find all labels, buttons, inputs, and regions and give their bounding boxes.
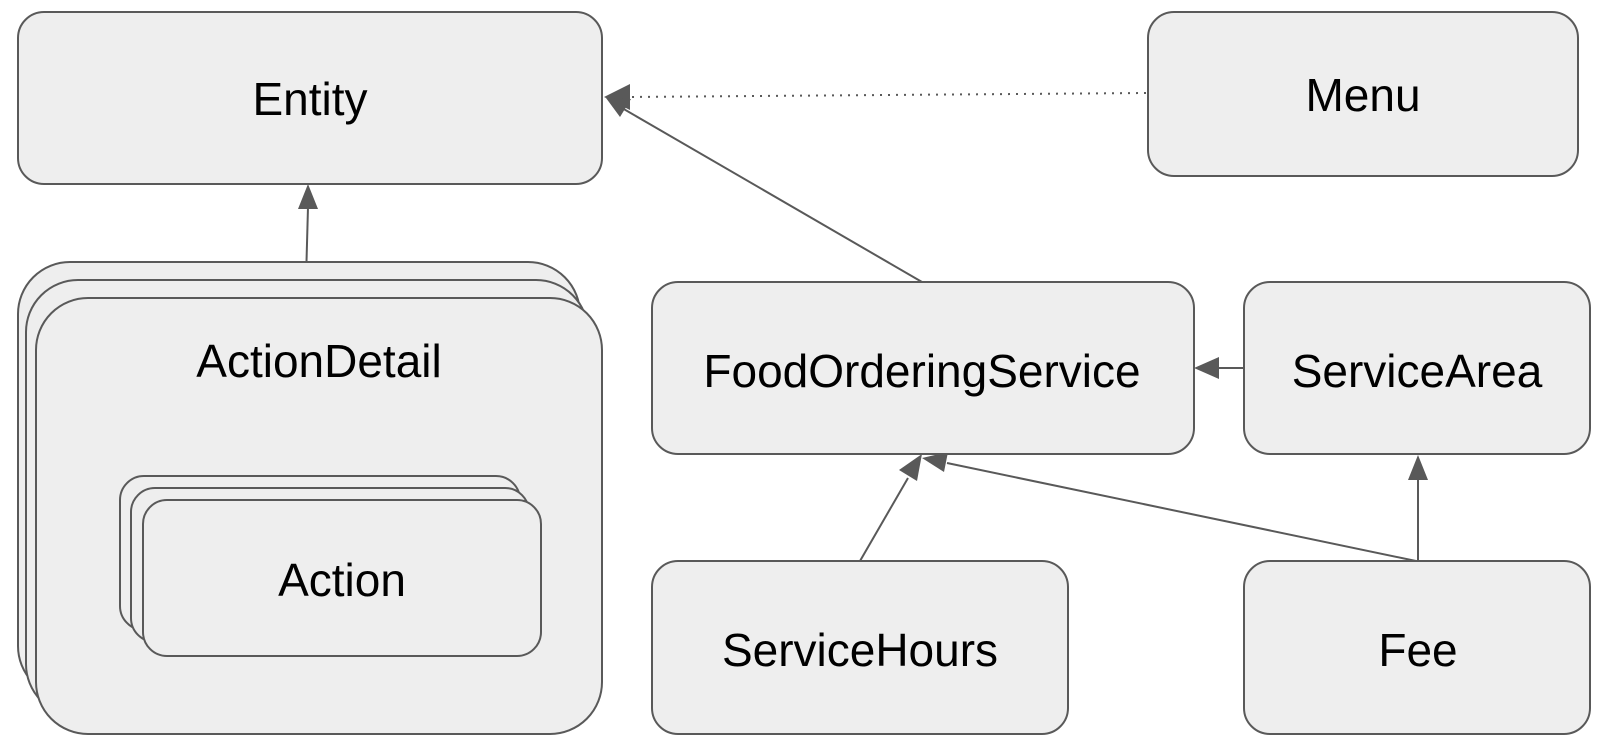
node-entity: Entity (17, 11, 603, 185)
node-food-ordering-service: FoodOrderingService (651, 281, 1195, 455)
node-action-stack: Action (119, 475, 542, 657)
node-action (142, 499, 542, 657)
node-action-detail-stack: ActionDetail Action (17, 261, 603, 735)
node-food-ordering-service-label: FoodOrderingService (703, 345, 1140, 397)
node-fee: Fee (1243, 560, 1591, 735)
node-menu-label: Menu (1305, 69, 1420, 121)
node-menu: Menu (1147, 11, 1579, 177)
edges (298, 84, 1428, 562)
edge-fee-to-service-area (1408, 455, 1428, 561)
node-service-hours: ServiceHours (651, 560, 1069, 735)
arrowhead-entity-diagonal (606, 98, 631, 117)
edge-service-area-to-food-ordering-service (1194, 357, 1244, 379)
arrowhead-service-area-bottom (1408, 455, 1428, 480)
edge-menu-to-entity (604, 84, 1147, 110)
arrowhead-food-ordering-service-bottom (899, 454, 922, 481)
node-fee-label: Fee (1378, 624, 1457, 676)
node-action-label: Action (278, 554, 406, 606)
node-entity-label: Entity (252, 73, 367, 125)
arrowhead-food-ordering-service-right (1194, 357, 1219, 379)
node-service-area: ServiceArea (1243, 281, 1591, 455)
edge-food-ordering-service-to-entity (606, 98, 923, 283)
edge-service-hours-to-food-ordering-service (859, 454, 922, 562)
edge-fee-to-food-ordering-service (922, 452, 1417, 562)
node-service-hours-label: ServiceHours (722, 624, 998, 676)
arrowhead-entity-bottom (298, 184, 318, 209)
arrowhead-food-ordering-service-from-fee (922, 452, 948, 472)
node-service-area-label: ServiceArea (1292, 345, 1543, 397)
node-action-detail-label: ActionDetail (196, 335, 441, 387)
